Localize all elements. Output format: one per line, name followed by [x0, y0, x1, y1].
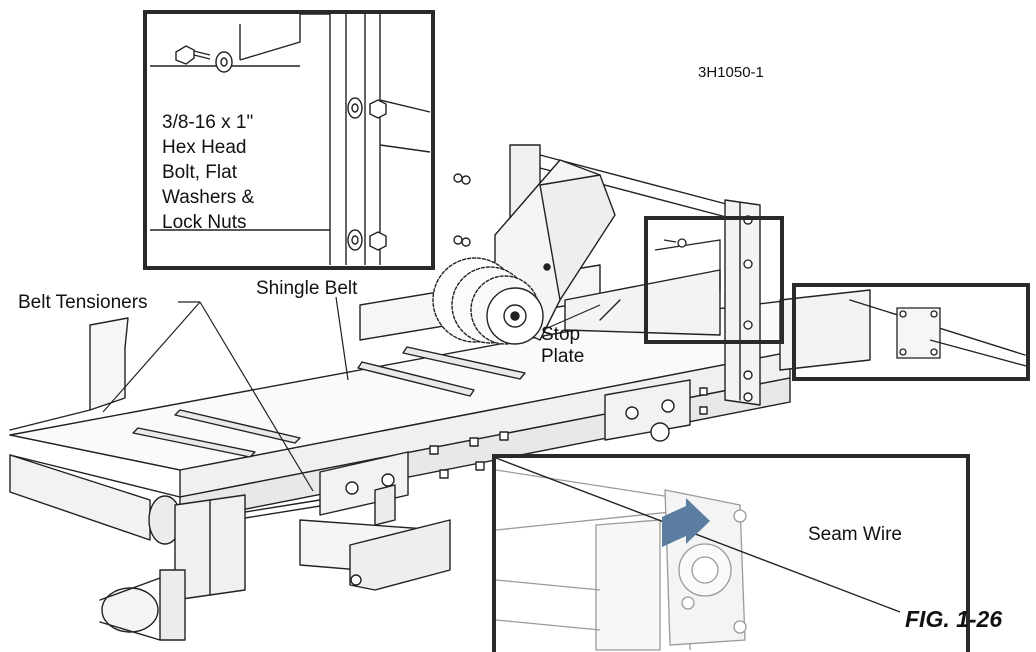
- figure-label: FIG. 1-26: [905, 606, 1003, 632]
- support-post: [724, 199, 761, 406]
- hardware-line-1: 3/8-16 x 1": [162, 112, 254, 133]
- stop-plate-label: Stop Plate: [541, 324, 584, 368]
- belt-cleats: [132, 346, 526, 458]
- belt-tensioners-label: Belt Tensioners: [18, 292, 148, 313]
- hardware-line-3: Bolt, Flat: [162, 162, 237, 183]
- tensioner-bracket-front: [319, 451, 409, 526]
- arrow-indicator: [662, 498, 710, 547]
- stop-plate-detail-box: [644, 216, 784, 344]
- hardware-line-2: Hex Head: [162, 137, 247, 158]
- drawing-id: 3H1050-1: [698, 64, 764, 81]
- seam-wire-label: Seam Wire: [808, 524, 902, 545]
- hardware-detail-inset: [143, 10, 435, 270]
- gear-motor: [99, 494, 246, 641]
- seam-wire-detail-inset: [492, 454, 970, 652]
- hardware-line-4: Washers &: [162, 187, 255, 208]
- take-up-assembly: [244, 499, 451, 591]
- tensioner-bracket-rear: [604, 379, 691, 442]
- stop-plate-line-1: Stop: [541, 324, 581, 345]
- hardware-line-5: Lock Nuts: [162, 212, 247, 233]
- stop-plate-line-2: Plate: [541, 346, 585, 367]
- shingle-belt-label: Shingle Belt: [256, 278, 358, 299]
- drive-arm: [432, 144, 731, 345]
- bearing-detail-box: [792, 283, 1030, 381]
- hardware-callout: 3/8-16 x 1" Hex Head Bolt, Flat Washers …: [162, 110, 254, 235]
